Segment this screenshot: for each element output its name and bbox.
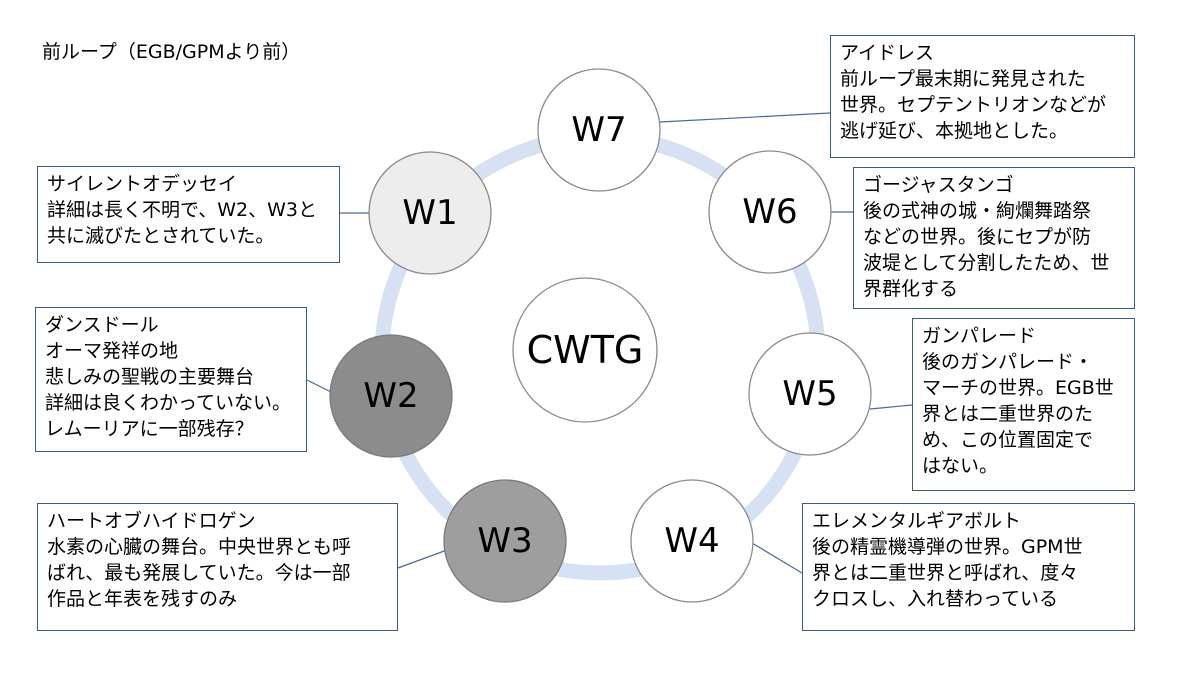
- note-line: 詳細は良くわかっていない。: [45, 392, 292, 414]
- connector-w5: [869, 404, 913, 410]
- note-line: 作品と年表を残すのみ: [47, 588, 238, 610]
- hub-label: CWTG: [527, 328, 644, 372]
- note-title-w5: ガンパレード: [922, 325, 1037, 347]
- node-label-w6: W6: [742, 192, 797, 232]
- note-line: 共に滅びたとされていた。: [47, 225, 275, 247]
- note-line: などの世界。後にセプが防: [863, 226, 1092, 248]
- note-line: め、この位置固定で: [922, 429, 1094, 451]
- hub-node: CWTG: [512, 277, 658, 423]
- note-line: 世界。セプテントリオンなどが: [840, 94, 1107, 116]
- world-node-w5: W5: [748, 332, 872, 456]
- page-title: 前ループ（EGB/GPMより前）: [42, 41, 301, 63]
- note-title-w4: エレメンタルギアボルト: [812, 510, 1022, 532]
- world-node-w2: W2: [329, 334, 453, 458]
- note-line: 水素の心臓の舞台。中央世界とも呼: [47, 536, 352, 558]
- note-line: 後の精霊機導弾の世界。GPM世: [812, 536, 1083, 558]
- note-title-w3: ハートオブハイドロゲン: [47, 510, 256, 532]
- note-w6: ゴージャスタンゴ 後の式神の城・絢爛舞踏祭 などの世界。後にセプが防 波堤として…: [853, 167, 1135, 309]
- note-w7: アイドレス 前ループ最末期に発見された 世界。セプテントリオンなどが 逃げ延び、…: [830, 35, 1135, 158]
- world-node-w7: W7: [537, 68, 661, 192]
- node-circle-w3: [443, 479, 567, 603]
- note-title-w6: ゴージャスタンゴ: [863, 174, 1014, 196]
- connector-w2: [306, 379, 332, 393]
- note-line: 後のガンパレード・: [922, 351, 1094, 373]
- note-line: 詳細は長く不明で、W2、W3と: [47, 199, 317, 221]
- connector-w3: [397, 549, 448, 569]
- note-line: オーマ発祥の地: [45, 340, 179, 362]
- note-w5: ガンパレード 後のガンパレード・ マーチの世界。EGB世 界とは二重世界のた め…: [912, 318, 1135, 491]
- node-label-w3: W3: [477, 521, 532, 561]
- node-label-w1: W1: [402, 193, 457, 233]
- note-title-w1: サイレントオデッセイ: [47, 173, 238, 195]
- node-label-w4: W4: [664, 521, 719, 561]
- node-label-w5: W5: [782, 374, 837, 414]
- hub-circle: [512, 277, 658, 423]
- note-title-w2: ダンスドール: [45, 314, 159, 336]
- world-node-w4: W4: [630, 479, 754, 603]
- node-circle-w6: [708, 150, 832, 274]
- node-circle-w7: [537, 68, 661, 192]
- note-line: 前ループ最末期に発見された: [840, 68, 1086, 90]
- node-circle-w4: [630, 479, 754, 603]
- world-node-w6: W6: [708, 150, 832, 274]
- note-line: 界とは二重世界と呼ばれ、度々: [812, 562, 1079, 584]
- note-w4: エレメンタルギアボルト 後の精霊機導弾の世界。GPM世 界とは二重世界と呼ばれ、…: [802, 503, 1135, 631]
- note-line: はない。: [922, 455, 999, 477]
- note-w2: ダンスドール オーマ発祥の地 悲しみの聖戦の主要舞台 詳細は良くわかっていない。…: [35, 307, 307, 452]
- connector-lines: [306, 112, 913, 574]
- note-w3: ハートオブハイドロゲン 水素の心臓の舞台。中央世界とも呼 ばれ、最も発展していた…: [37, 503, 398, 631]
- note-line: マーチの世界。EGB世: [922, 377, 1114, 399]
- connector-w4: [751, 542, 803, 574]
- note-line: 界群化する: [863, 278, 959, 300]
- node-circle-w5: [748, 332, 872, 456]
- note-line: 波堤として分割したため、世: [863, 252, 1110, 274]
- note-title-w7: アイドレス: [840, 42, 935, 64]
- node-circle-w1: [368, 151, 492, 275]
- node-label-w2: W2: [363, 376, 418, 416]
- node-label-w7: W7: [571, 110, 626, 150]
- connector-w7: [659, 112, 831, 123]
- node-circle-w2: [329, 334, 453, 458]
- note-line: 界とは二重世界のた: [922, 403, 1094, 425]
- world-node-w3: W3: [443, 479, 567, 603]
- world-node-w1: W1: [368, 151, 492, 275]
- note-line: クロスし、入れ替わっている: [812, 588, 1059, 610]
- note-line: 悲しみの聖戦の主要舞台: [45, 366, 255, 388]
- note-line: レムーリアに一部残存？: [45, 418, 254, 440]
- note-line: 逃げ延び、本拠地とした。: [840, 120, 1069, 142]
- note-line: 後の式神の城・絢爛舞踏祭: [863, 200, 1092, 222]
- note-w1: サイレントオデッセイ 詳細は長く不明で、W2、W3と 共に滅びたとされていた。: [37, 166, 340, 263]
- note-line: ばれ、最も発展していた。今は一部: [47, 562, 351, 584]
